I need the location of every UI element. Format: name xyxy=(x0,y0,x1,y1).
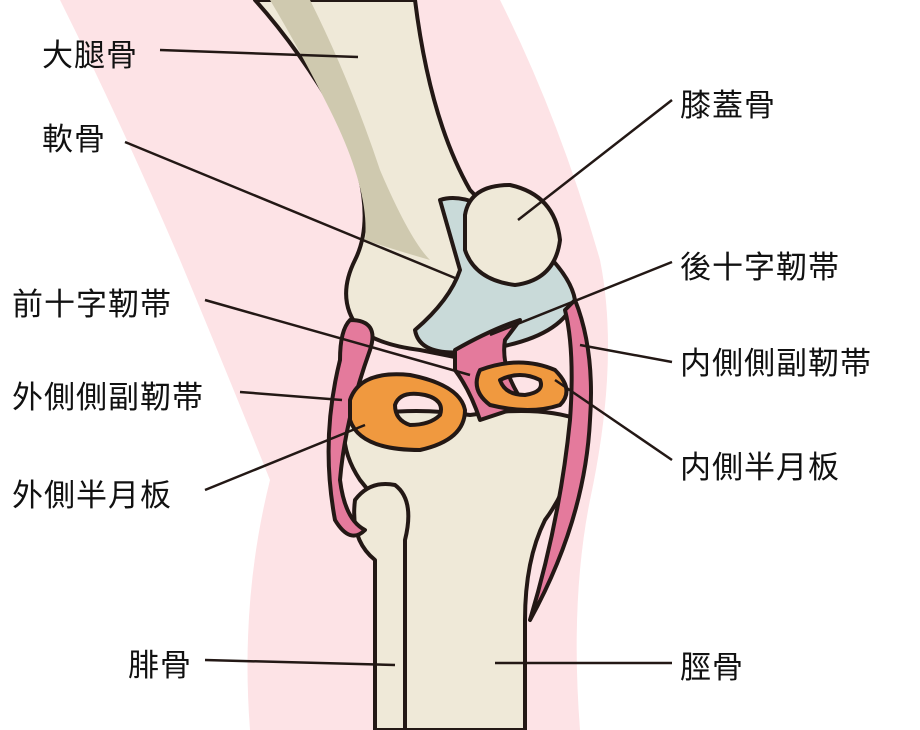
leader-lcl xyxy=(239,390,343,402)
leader-mcl xyxy=(579,343,673,364)
lateral-meniscus xyxy=(348,372,467,452)
label-medial-meniscus: 内側半月板 xyxy=(680,450,840,486)
leader-acl xyxy=(204,298,471,377)
leader-pcl xyxy=(489,260,673,337)
label-femur: 大腿骨 xyxy=(42,38,138,74)
label-lcl: 外側側副靭帯 xyxy=(12,380,204,416)
label-tibia: 脛骨 xyxy=(680,650,744,686)
femur-shadow xyxy=(270,0,430,260)
leader-lateral-meniscus xyxy=(204,423,366,492)
leader-lines xyxy=(124,48,673,667)
label-patella: 膝蓋骨 xyxy=(680,88,776,124)
label-lateral-meniscus: 外側半月板 xyxy=(12,478,172,514)
medial-meniscus xyxy=(474,360,569,412)
lateral-collateral-ligament xyxy=(326,318,375,538)
leader-femur xyxy=(159,48,359,59)
medial-collateral-ligament xyxy=(528,298,593,622)
leader-cartilage xyxy=(124,140,456,280)
label-acl: 前十字靭帯 xyxy=(12,287,172,323)
leader-fibula xyxy=(204,658,396,667)
patella xyxy=(463,183,562,287)
label-pcl: 後十字靭帯 xyxy=(680,250,840,286)
label-mcl: 内側側副靭帯 xyxy=(680,346,872,382)
leader-medial-meniscus xyxy=(554,378,673,462)
label-fibula: 腓骨 xyxy=(128,648,192,684)
label-cartilage: 軟骨 xyxy=(42,122,106,158)
leader-patella xyxy=(517,99,673,221)
